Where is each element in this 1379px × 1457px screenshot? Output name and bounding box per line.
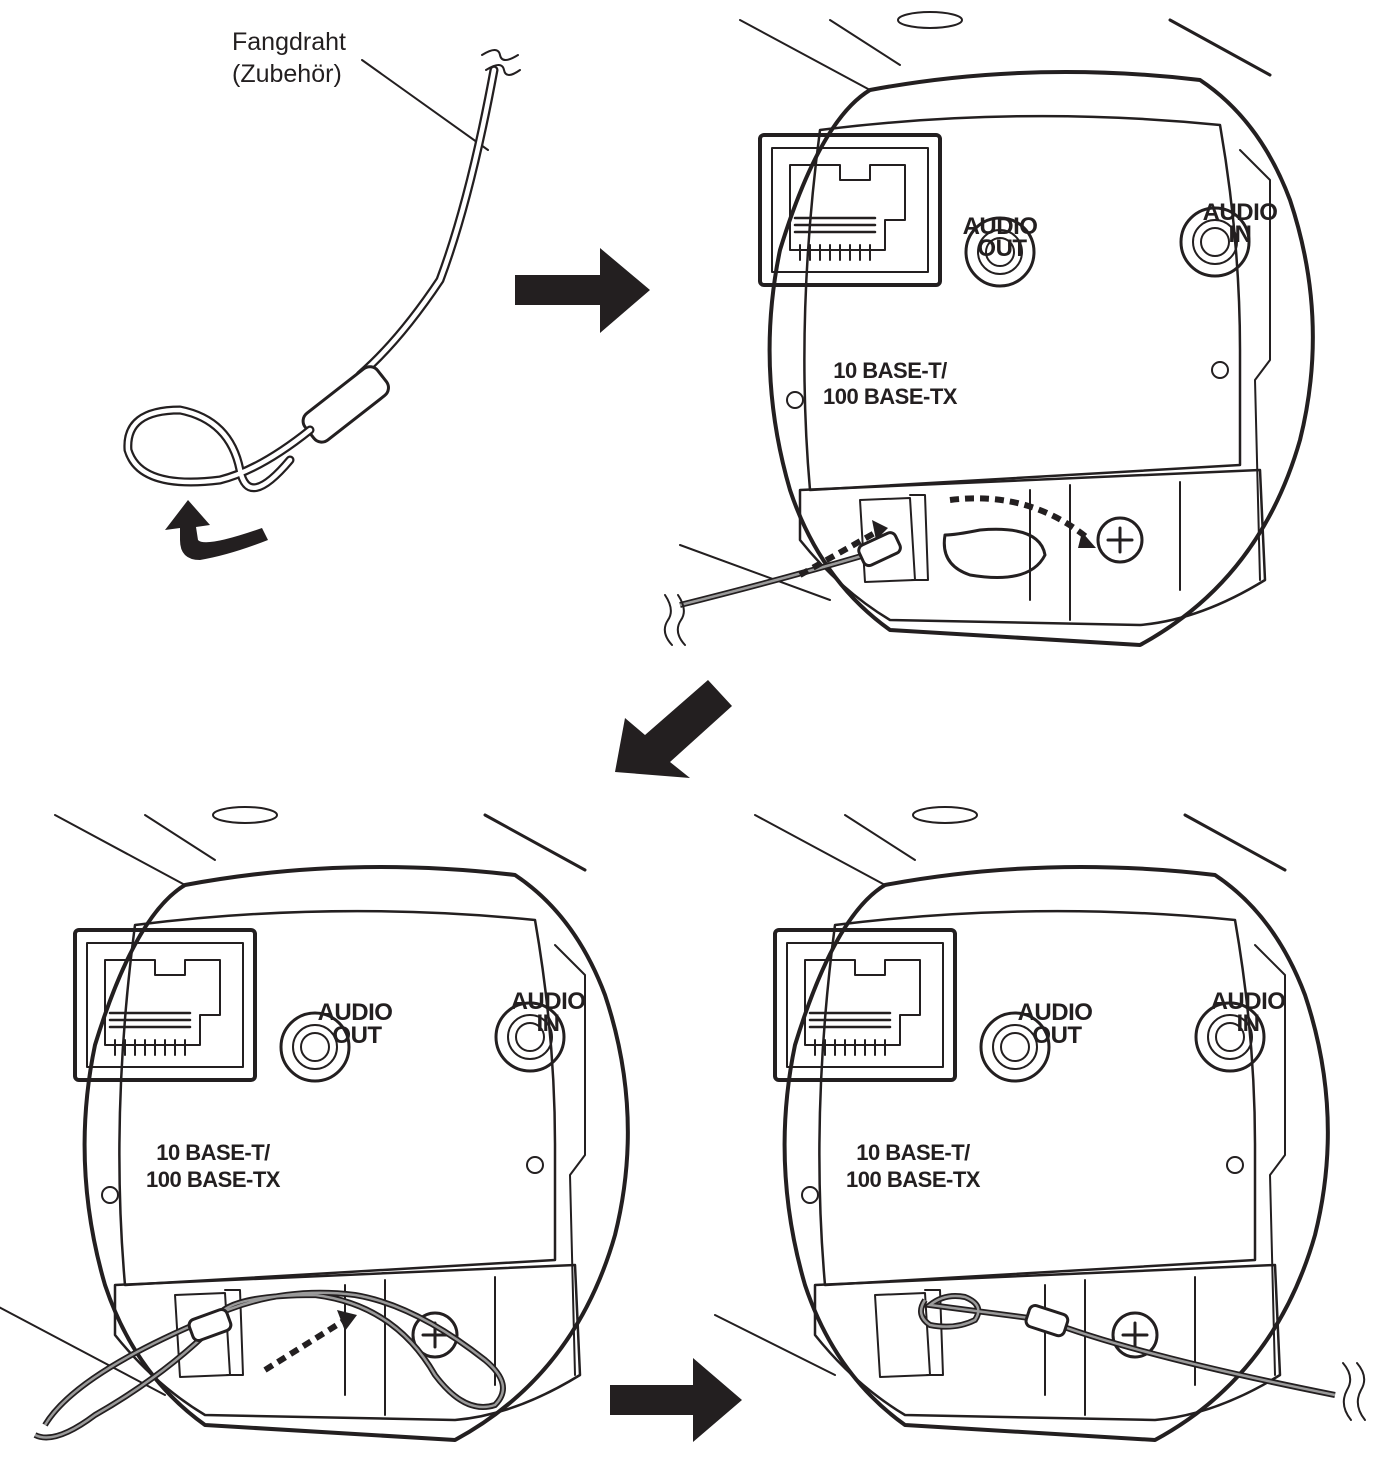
audio-in-label: AUDIO <box>1211 988 1286 1015</box>
wire-sleeve <box>301 365 390 444</box>
audio-out-label: AUDIO <box>318 999 393 1026</box>
step2-camera-panel: AUDIO OUT AUDIO IN 10 BASE-T/ 100 BASE-T… <box>663 10 1315 647</box>
wire-loop <box>125 407 313 490</box>
audio-in-label-2: IN <box>1237 1010 1260 1037</box>
safety-wire <box>357 67 497 378</box>
wire-loop <box>942 527 1047 579</box>
arrow-down-left-icon <box>615 680 732 778</box>
curved-arrow-icon <box>165 500 268 560</box>
lan-label: 10 BASE-T/ <box>856 1140 970 1165</box>
lan-label-2: 100 BASE-TX <box>823 384 958 409</box>
arrow-right-icon <box>515 248 650 333</box>
step4-camera-panel: AUDIO OUT AUDIO IN 10 BASE-T/ 100 BASE-T… <box>714 805 1366 1442</box>
audio-in-label: AUDIO <box>511 988 586 1015</box>
wire-break-mark <box>1342 1362 1366 1421</box>
arrow-right-icon <box>610 1358 742 1442</box>
safety-wire <box>34 1291 505 1439</box>
audio-in-label: AUDIO <box>1203 199 1278 226</box>
audio-out-label-2: OUT <box>1032 1022 1082 1049</box>
step1-wire-loop: Fangdraht (Zubehör) <box>123 28 521 560</box>
safety-wire <box>919 1294 1336 1397</box>
lan-label: 10 BASE-T/ <box>156 1140 270 1165</box>
audio-out-label-2: OUT <box>332 1022 382 1049</box>
audio-out-label-2: OUT <box>977 235 1027 262</box>
lan-label-2: 100 BASE-TX <box>846 1167 981 1192</box>
audio-out-label: AUDIO <box>1018 999 1093 1026</box>
wire-break-mark <box>481 49 521 76</box>
audio-in-label-2: IN <box>537 1010 560 1037</box>
callout-leader-line <box>361 59 489 151</box>
lan-label-2: 100 BASE-TX <box>146 1167 281 1192</box>
step3-camera-panel: AUDIO OUT AUDIO IN 10 BASE-T/ 100 BASE-T… <box>0 805 630 1442</box>
audio-out-label: AUDIO <box>963 213 1038 240</box>
lan-label: 10 BASE-T/ <box>833 358 947 383</box>
safety-wire <box>679 553 866 607</box>
audio-in-label-2: IN <box>1229 221 1252 248</box>
wire-break-mark <box>663 594 686 646</box>
callout-label-line2: (Zubehör) <box>232 60 342 88</box>
callout-label-line1: Fangdraht <box>232 28 346 56</box>
